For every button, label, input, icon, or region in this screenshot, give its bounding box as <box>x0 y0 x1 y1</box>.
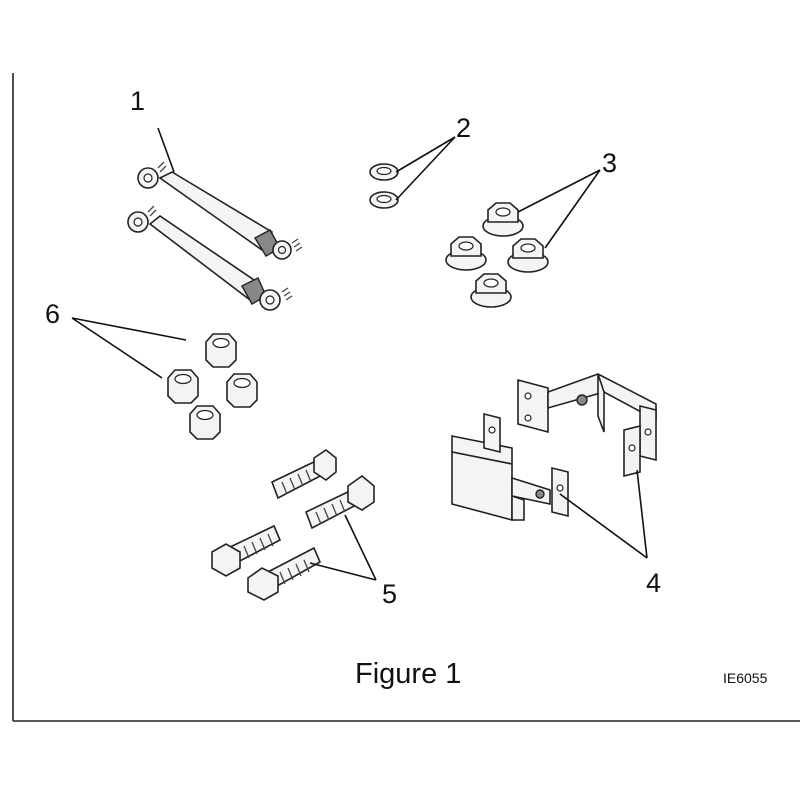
callout-3: 3 <box>602 148 617 178</box>
part-1-struts <box>127 161 303 311</box>
flange-nut-top <box>482 202 524 237</box>
figure-code: IE6055 <box>723 670 768 686</box>
callout-4: 4 <box>646 568 661 598</box>
bolt-3 <box>211 524 282 577</box>
figure-caption: Figure 1 <box>355 658 461 690</box>
frame-border <box>12 73 800 722</box>
washer-upper <box>369 163 399 181</box>
bracket-right <box>517 373 657 478</box>
flange-nut-right <box>507 238 549 273</box>
part-6-lock-nuts <box>167 333 258 440</box>
washer-lower <box>369 191 399 209</box>
bolt-1 <box>270 449 337 500</box>
lock-nut-left <box>167 369 199 404</box>
lock-nut-right <box>226 373 258 408</box>
callout-2: 2 <box>456 113 471 143</box>
lock-nut-top <box>205 333 237 368</box>
strut-upper <box>137 161 303 260</box>
flange-nut-left <box>445 236 487 271</box>
flange-nut-bottom <box>470 273 512 308</box>
part-3-flange-nuts <box>445 202 549 308</box>
part-5-hex-bolts <box>211 449 375 601</box>
bolt-2 <box>304 474 375 530</box>
callout-1: 1 <box>130 86 145 116</box>
bracket-left <box>451 412 569 522</box>
bolt-4 <box>247 546 322 601</box>
part-2-washers <box>369 163 399 209</box>
lock-nut-bottom <box>189 405 221 440</box>
part-4-brackets <box>451 373 657 522</box>
leader-lines <box>71 127 648 581</box>
callout-6: 6 <box>45 299 60 329</box>
strut-lower <box>127 205 293 311</box>
callout-5: 5 <box>382 579 397 609</box>
